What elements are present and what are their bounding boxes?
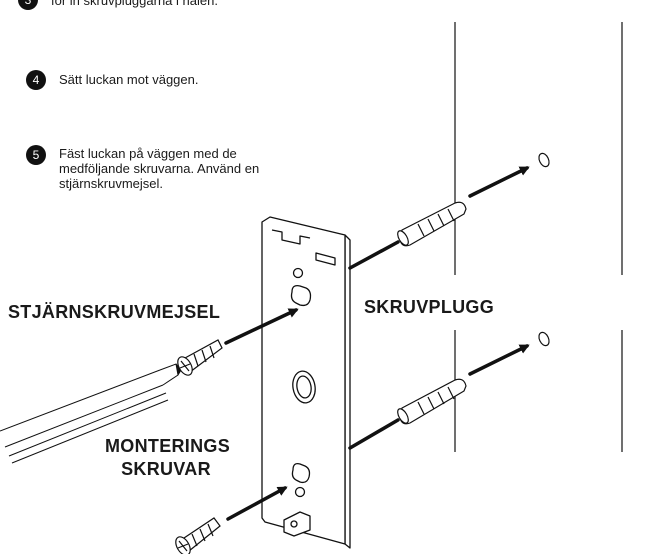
- wall-plug: [397, 378, 467, 425]
- wall: [454, 22, 623, 452]
- step-text: Fäst luckan på väggen med de medföljande…: [59, 146, 260, 191]
- mounting-screw: [175, 517, 221, 554]
- wall-plugs-label: SKRUVPLUGG: [364, 297, 495, 317]
- direction-arrows: [224, 166, 530, 521]
- mounting-screw: [177, 339, 223, 376]
- step-text: Sätt luckan mot väggen.: [59, 72, 199, 87]
- step-number-badge: 5: [26, 145, 46, 165]
- mounting-screws-label-line1: MONTERINGS: [105, 436, 231, 456]
- screwdriver: [0, 363, 182, 464]
- step-text: för in skruvpluggarna i hålen.: [51, 0, 218, 8]
- wall-hole-icon: [538, 152, 550, 347]
- step-4: 4 Sätt luckan mot väggen.: [26, 70, 198, 90]
- wall-plug: [397, 201, 467, 247]
- step-number-badge: 3: [18, 0, 38, 10]
- step-5: 5 Fäst luckan på väggen med de medföljan…: [26, 145, 284, 191]
- mounting-screws-label-line2: SKRUVAR: [121, 459, 211, 479]
- step-3: 3 för in skruvpluggarna i hålen.: [18, 0, 218, 10]
- step-number-badge: 4: [26, 70, 46, 90]
- screwdriver-label: STJÄRNSKRUVMEJSEL: [8, 302, 221, 322]
- cover-plate: [261, 216, 351, 549]
- mounting-screws-label: MONTERINGS SKRUVAR: [105, 435, 231, 481]
